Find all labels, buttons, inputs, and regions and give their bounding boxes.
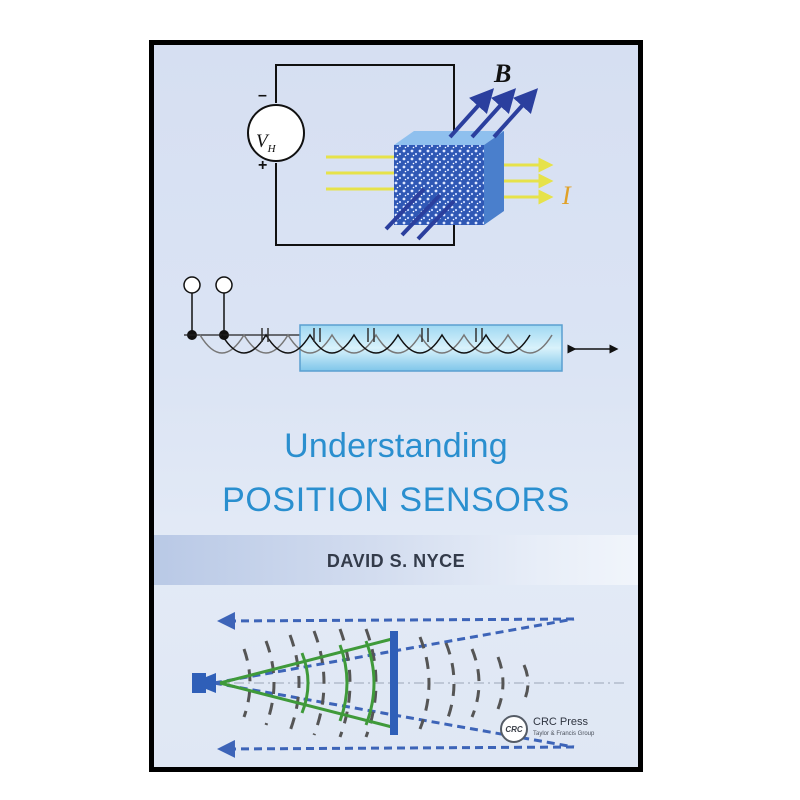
transducer bbox=[192, 673, 206, 693]
target-plate bbox=[390, 631, 398, 735]
ultrasonic-diagram bbox=[192, 611, 624, 758]
publisher-mark: CRC CRC Press Taylor & Francis Group bbox=[500, 713, 632, 749]
magnetic-field-label: B bbox=[494, 59, 512, 88]
book-author: DAVID S. NYCE bbox=[326, 551, 466, 571]
book-title-line1: Understanding bbox=[284, 427, 508, 465]
cover-artwork bbox=[183, 64, 624, 758]
hall-element bbox=[394, 145, 484, 225]
publisher-group: Taylor & Francis Group bbox=[533, 731, 595, 737]
linear-sensor-diagram bbox=[183, 276, 619, 372]
book-cover: – + VH B I Understanding POSITION SENSOR… bbox=[154, 45, 638, 767]
author-band bbox=[154, 535, 638, 585]
book-title-line2: POSITION SENSORS bbox=[222, 481, 570, 519]
plus-sign: + bbox=[258, 157, 268, 174]
hall-effect-diagram bbox=[247, 64, 554, 246]
minus-sign: – bbox=[258, 87, 267, 104]
current-label: I bbox=[562, 181, 571, 210]
publisher-name: CRC Press bbox=[533, 716, 589, 728]
voltmeter-symbol bbox=[247, 104, 305, 162]
book-cover-frame: – + VH B I Understanding POSITION SENSOR… bbox=[149, 40, 643, 772]
crc-logo-icon: CRC bbox=[500, 715, 528, 743]
hall-voltage-label: VH bbox=[256, 131, 276, 155]
